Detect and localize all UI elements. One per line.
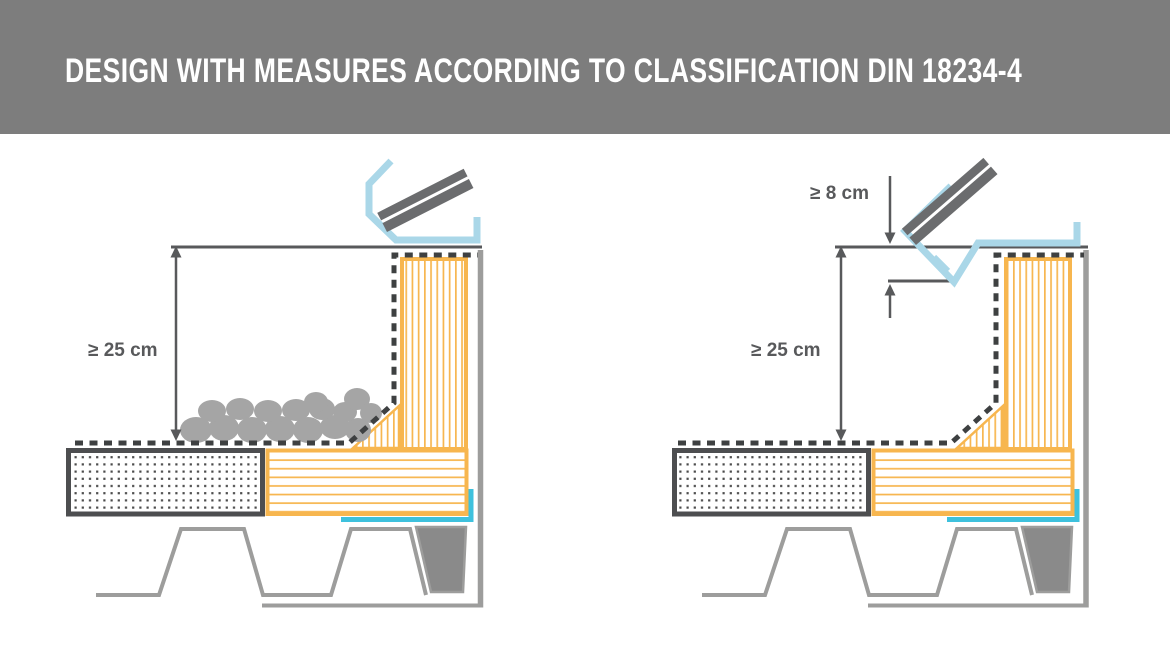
metal-coping xyxy=(377,168,474,232)
deck-rib-filler xyxy=(414,525,468,594)
dimension-25cm-left: ≥ 25 cm xyxy=(88,246,182,441)
vapour-barrier-dashed-line xyxy=(678,252,1084,446)
dimension-25cm-right: ≥ 25 cm xyxy=(751,246,847,441)
left-diagram: ≥ 25 cm xyxy=(66,158,484,608)
deck-rib-filler xyxy=(1020,525,1074,594)
parapet-insulation-board xyxy=(400,257,468,451)
membrane-flashing-light-blue xyxy=(365,158,481,244)
right-diagram: ≥ 25 cm ≥ 8 cm xyxy=(672,157,1089,608)
vapour-barrier-dashed-line xyxy=(75,252,478,446)
header-bar: DESIGN WITH MEASURES ACCORDING TO CLASSI… xyxy=(0,0,1170,134)
flashing-hem-stub xyxy=(931,254,951,274)
dimension-25cm-right-label: ≥ 25 cm xyxy=(751,340,821,361)
gravel-ballast xyxy=(180,388,382,443)
cant-strip-triangle xyxy=(953,403,1005,450)
mineral-wool-barrier xyxy=(66,448,265,517)
trapezoidal-deck-profile xyxy=(96,527,428,597)
mineral-wool-barrier xyxy=(672,448,871,517)
metal-coping xyxy=(901,157,998,245)
parapet-insulation-board xyxy=(1004,257,1072,451)
dimension-8cm-label: ≥ 8 cm xyxy=(810,183,869,204)
dimension-25cm-left-label: ≥ 25 cm xyxy=(88,340,158,361)
liner-angle-cyan xyxy=(947,489,1080,522)
trapezoidal-deck-profile xyxy=(702,527,1034,597)
page-title: DESIGN WITH MEASURES ACCORDING TO CLASSI… xyxy=(65,52,1023,90)
roof-insulation-board xyxy=(871,448,1075,516)
liner-angle-cyan xyxy=(341,489,474,522)
dimension-8cm: ≥ 8 cm xyxy=(810,176,896,318)
roof-insulation-board xyxy=(265,448,469,516)
